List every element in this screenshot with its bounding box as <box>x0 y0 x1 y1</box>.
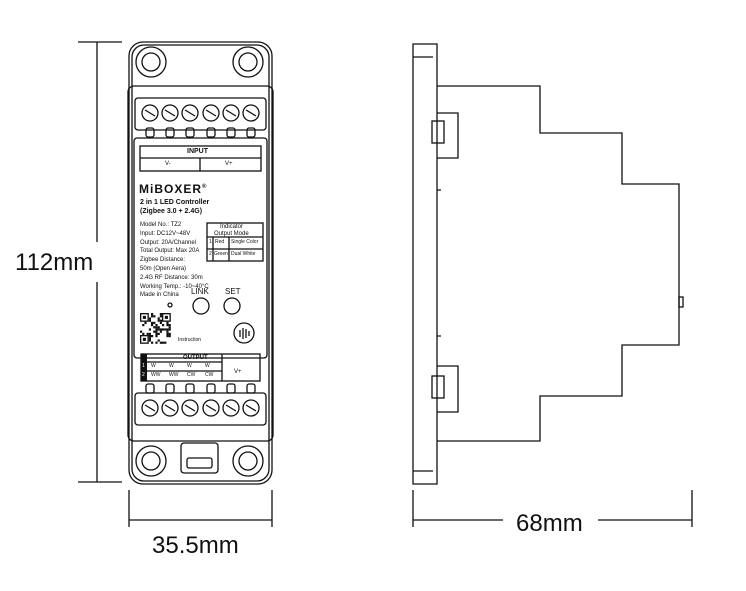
height-dimension-label: 112mm <box>15 249 94 276</box>
terminal-screw <box>181 104 199 122</box>
terminal-screw <box>242 399 260 417</box>
indicator-row-2-num: 2 <box>209 251 212 257</box>
terminal-pin <box>206 127 216 138</box>
qr-code <box>140 313 171 344</box>
spec-line: Working Temp.: -10~40°C <box>140 283 209 290</box>
indicator-row-2-color: Green <box>214 251 228 257</box>
input-header: INPUT <box>187 148 208 155</box>
output-vplus-label: V+ <box>234 369 242 375</box>
input-table <box>139 145 262 172</box>
indicator-row-1-mode: Single Color <box>231 239 259 245</box>
output-channel-label: W <box>187 363 192 369</box>
link-button-shape <box>192 297 210 315</box>
spec-line: Model No.: TZ2 <box>140 222 182 228</box>
spec-line: Total Output: Max 20A <box>140 248 200 255</box>
output-channel-label: CW <box>187 372 196 378</box>
terminal-screw <box>202 399 220 417</box>
output-channel-label: WW <box>151 372 161 378</box>
output-channel-label: W <box>169 363 174 369</box>
spec-line: Output: 20A/Channel <box>140 239 197 246</box>
terminal-pin <box>165 127 175 138</box>
input-label-v-plus: V+ <box>225 161 233 167</box>
top-terminal-screws <box>141 104 260 122</box>
indicator-title: Indicator <box>220 224 244 230</box>
instruction-label: Instruction <box>178 337 202 343</box>
terminal-pin <box>226 383 236 394</box>
output-channel-label: W <box>205 363 210 369</box>
product-subtitle: (Zigbee 3.0 + 2.4G) <box>140 208 203 215</box>
pairing-icon <box>233 322 255 344</box>
terminal-pin <box>226 127 236 138</box>
width-dimension-label: 35.5mm <box>152 532 239 559</box>
top-terminal-block <box>134 97 267 138</box>
front-view-housing <box>127 41 274 485</box>
bottom-terminal-pins <box>145 383 256 394</box>
terminal-pin <box>206 383 216 394</box>
terminal-screw <box>242 104 260 122</box>
output-row-2-num: 2 <box>142 372 145 378</box>
height-dimension-lines <box>78 41 122 483</box>
indicator-table <box>206 222 264 262</box>
terminal-pin <box>246 383 256 394</box>
indicator-subtitle: Output Mode <box>214 231 249 237</box>
terminal-screw <box>141 104 159 122</box>
terminal-pin <box>145 127 155 138</box>
spec-line: Input: DC12V~48V <box>140 230 191 237</box>
product-title: 2 in 1 LED Controller <box>140 199 210 206</box>
terminal-screw <box>222 399 240 417</box>
output-channel-label: W <box>151 363 156 369</box>
bottom-terminal-block <box>134 383 267 426</box>
set-button-shape <box>223 297 241 315</box>
spec-line: Zigbee Distance: <box>140 257 186 264</box>
terminal-pin <box>246 127 256 138</box>
status-led <box>167 302 173 308</box>
terminal-pin <box>145 383 155 394</box>
terminal-screw <box>161 104 179 122</box>
output-table-stripe <box>141 354 147 381</box>
output-channel-label: WW <box>169 372 179 378</box>
terminal-pin <box>185 383 195 394</box>
top-terminal-pins <box>145 127 256 138</box>
indicator-row-2-mode: Dual White <box>231 251 256 257</box>
terminal-pin <box>165 383 175 394</box>
indicator-row-1-num: 1 <box>209 239 212 245</box>
output-channel-label: CW <box>205 372 214 378</box>
front-mounting-holes <box>135 46 264 477</box>
depth-dimension-label: 68mm <box>516 510 583 537</box>
din-clip <box>180 442 219 474</box>
spec-line: 2.4G RF Distance: 30m <box>140 274 203 281</box>
spec-line: 50m (Open Aera) <box>140 266 187 272</box>
input-label-v-minus: V- <box>165 161 171 167</box>
terminal-screw <box>161 399 179 417</box>
spec-line: Made in China <box>140 292 179 299</box>
terminal-pin <box>185 127 195 138</box>
depth-dimension-lines <box>412 490 693 527</box>
bottom-terminal-screws <box>141 399 260 417</box>
output-header: OUTPUT <box>183 355 208 361</box>
terminal-screw <box>141 399 159 417</box>
set-button-label: SET <box>225 287 241 296</box>
brand-logo: MiBOXER® <box>139 182 208 196</box>
indicator-row-1-color: Red <box>215 239 225 245</box>
output-row-1-num: 1 <box>142 363 145 369</box>
side-view-profile <box>412 43 684 485</box>
link-button-label: LINK <box>191 287 209 296</box>
width-dimension-lines <box>128 490 273 527</box>
terminal-screw <box>181 399 199 417</box>
terminal-screw <box>222 104 240 122</box>
terminal-screw <box>202 104 220 122</box>
